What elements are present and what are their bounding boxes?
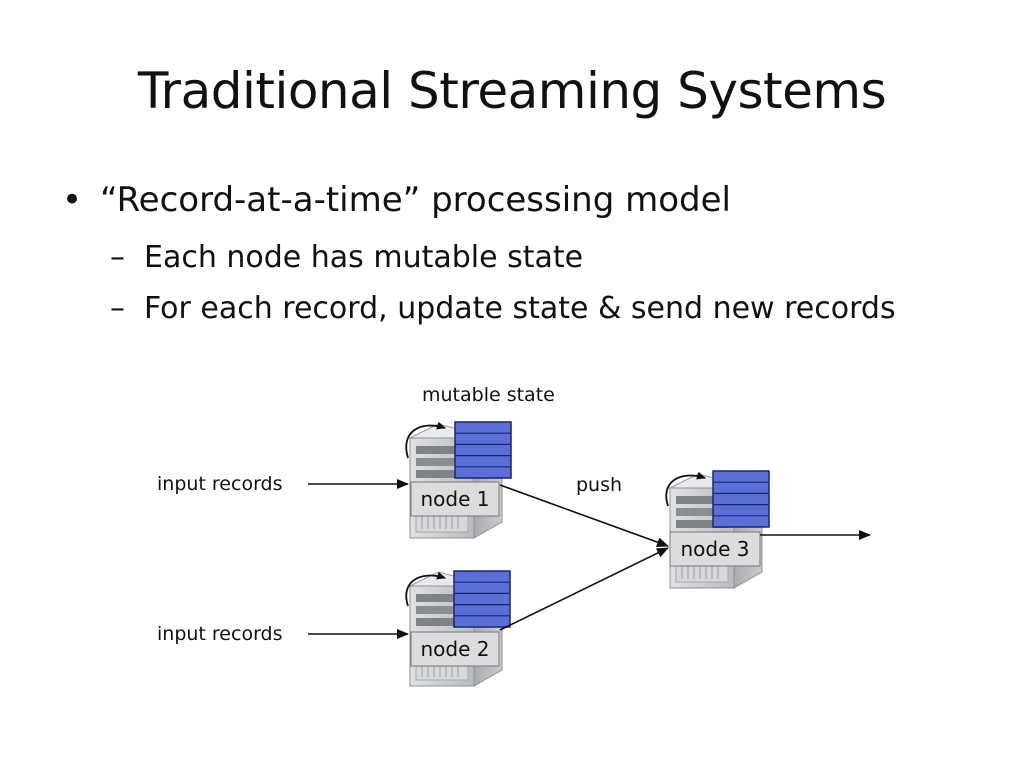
self-update-arrow-icon — [405, 571, 446, 607]
slide-title: Traditional Streaming Systems — [137, 62, 887, 120]
self-update-arrow-icon — [665, 471, 706, 507]
node-2-label: node 2 — [421, 637, 490, 661]
state-stack-icon — [454, 421, 512, 479]
subbullet-marker: – — [110, 291, 125, 326]
node-2-box — [410, 631, 500, 667]
node-3: node 3 — [665, 470, 770, 589]
bullet-1-text: “Record-at-a-time” processing model — [100, 180, 731, 220]
input-records-label-2: input records — [157, 623, 283, 645]
mutable-state-label: mutable state — [422, 384, 555, 406]
state-stack-icon — [453, 570, 511, 628]
input-records-label-1: input records — [157, 473, 283, 495]
node-3-label: node 3 — [681, 537, 750, 561]
node-1: node 1 — [405, 421, 512, 539]
state-stack-icon — [712, 470, 770, 528]
node-2: node 2 — [405, 570, 511, 687]
subbullet-marker: – — [110, 240, 125, 275]
subbullet-1-text: Each node has mutable state — [144, 240, 584, 275]
bullet-marker: • — [62, 180, 83, 220]
node-1-box — [410, 481, 500, 517]
push-arrow-node1-to-node3 — [499, 484, 669, 547]
self-update-arrow-icon — [405, 421, 446, 459]
subbullet-2: –For each record, update state & send ne… — [110, 291, 896, 326]
node-3-box — [669, 531, 761, 567]
push-arrow-node2-to-node3 — [499, 547, 669, 631]
push-label: push — [576, 474, 622, 496]
subbullet-1: –Each node has mutable state — [110, 240, 583, 275]
subbullet-2-text: For each record, update state & send new… — [144, 291, 896, 326]
bullet-1: • “Record-at-a-time” processing model — [62, 180, 731, 220]
node-1-label: node 1 — [421, 487, 490, 511]
